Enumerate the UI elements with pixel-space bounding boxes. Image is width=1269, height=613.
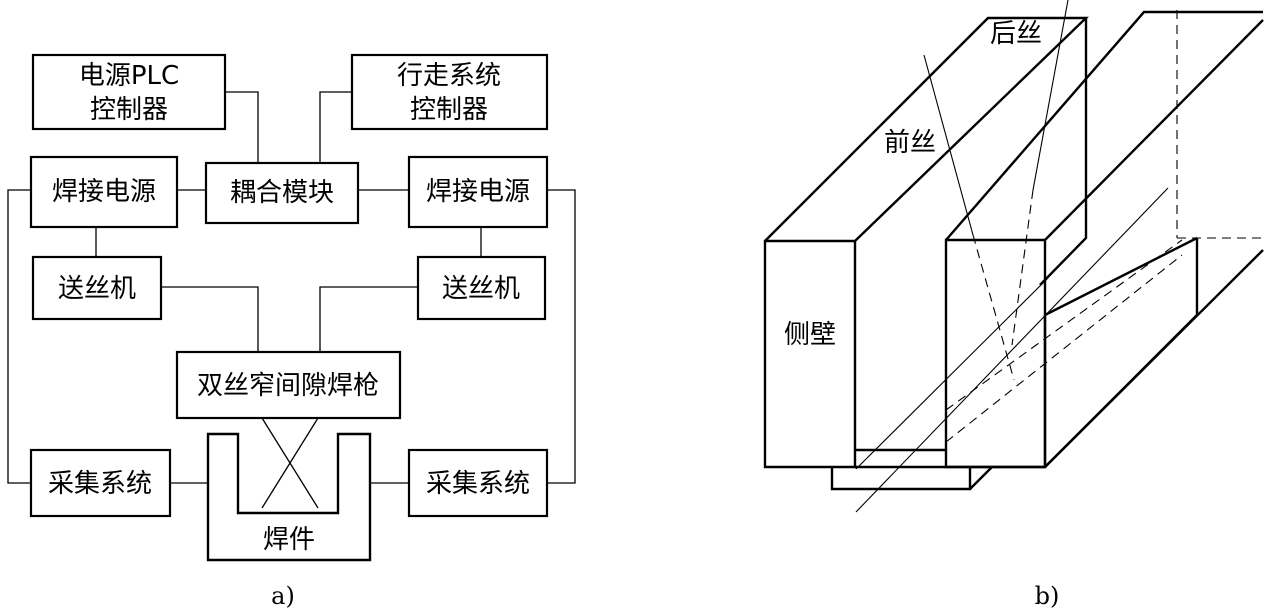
- rear-wire-label: 后丝: [990, 19, 1042, 49]
- groove-bottom-rim: [855, 236, 1198, 469]
- acquisition-right-box: 采集系统: [407, 448, 549, 518]
- right-wall-block: [944, 10, 1264, 469]
- block-diagram: 焊件 电源PLC 控制器 行走系统 控制器 焊接电源 耦合模块 焊接电源: [7, 53, 576, 610]
- travel-system-controller-box: 行走系统 控制器: [350, 53, 549, 131]
- groove-floor: [1043, 238, 1199, 468]
- front-wire-label: 前丝: [884, 128, 936, 158]
- power-plc-label-line2: 控制器: [90, 95, 168, 125]
- power-plc-label-line1: 电源PLC: [79, 61, 179, 91]
- seam-line-2: [855, 277, 1049, 470]
- connection-lines: [7, 91, 576, 509]
- front-wire-line: [923, 54, 974, 236]
- welding-power-right-box: 焊接电源: [407, 155, 549, 229]
- acquisition-right-label: 采集系统: [426, 469, 530, 499]
- travel-controller-label-line1: 行走系统: [397, 61, 501, 91]
- travel-controller-label-line2: 控制器: [410, 95, 488, 125]
- acquisition-left-box: 采集系统: [29, 448, 172, 518]
- coupling-module-label: 耦合模块: [230, 178, 334, 208]
- twin-wire-torch-label: 双丝窄间隙焊枪: [197, 371, 379, 401]
- wire-feeder-right-label: 送丝机: [442, 274, 520, 304]
- welding-power-left-box: 焊接电源: [29, 155, 179, 229]
- seam-hidden-line-1: [945, 254, 1183, 443]
- seam-line-1: [855, 187, 1169, 513]
- rear-wire-line: [1032, 0, 1069, 191]
- welding-power-right-label: 焊接电源: [426, 177, 530, 207]
- front-wire-hidden: [972, 234, 1015, 381]
- twin-wire-torch-box: 双丝窄间隙焊枪: [175, 350, 402, 420]
- caption-a: a): [271, 582, 295, 610]
- welding-power-left-label: 焊接电源: [52, 177, 156, 207]
- workpiece-label: 焊件: [263, 525, 315, 555]
- workpiece-shape: [206, 432, 372, 562]
- wire-feeder-left-label: 送丝机: [58, 274, 136, 304]
- acquisition-left-label: 采集系统: [48, 469, 152, 499]
- power-plc-controller-box: 电源PLC 控制器: [31, 53, 227, 131]
- wire-feeder-right-box: 送丝机: [416, 255, 547, 321]
- rear-wire-hidden: [1011, 189, 1034, 346]
- wire-feeder-left-box: 送丝机: [31, 255, 163, 321]
- side-wall-label: 侧壁: [784, 320, 836, 350]
- narrow-gap-3d-sketch: 后丝 前丝 侧壁 b): [763, 0, 1264, 610]
- coupling-module-box: 耦合模块: [204, 161, 360, 225]
- backing-plate: [830, 466, 993, 491]
- seam-hidden-line-2: [945, 239, 1183, 411]
- caption-b: b): [1035, 582, 1060, 610]
